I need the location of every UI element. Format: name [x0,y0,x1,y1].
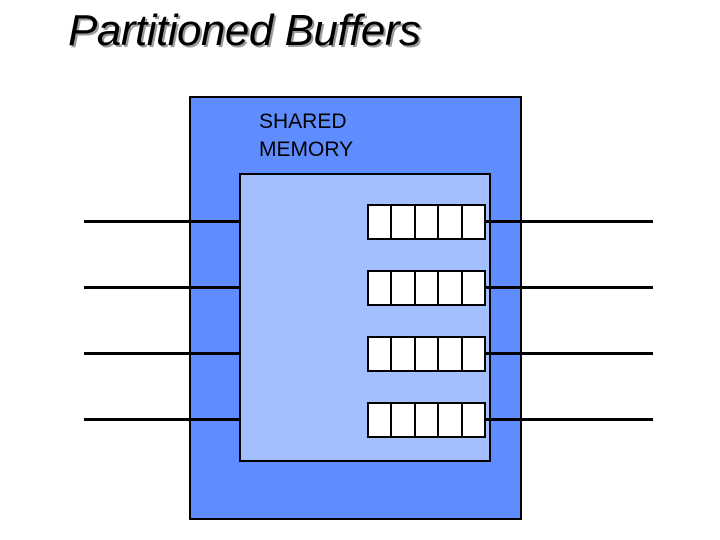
buffer-cell [413,206,437,238]
buffer-cell [390,404,413,436]
buffer-cell [460,206,484,238]
buffer-cell [437,206,460,238]
input-line [84,220,240,223]
buffer-cell [413,404,437,436]
output-line [486,220,653,223]
input-line [84,418,240,421]
buffer-cell [390,272,413,304]
buffer-cell [390,206,413,238]
output-line [486,352,653,355]
shared-memory-label: SHARED MEMORY [259,108,353,164]
buffer-cell [413,272,437,304]
output-buffer-queue [367,402,486,438]
output-line [486,286,653,289]
output-buffer-queue [367,270,486,306]
buffer-cell [437,272,460,304]
buffer-cell [369,272,390,304]
shared-memory-label-line-2: MEMORY [259,138,354,161]
output-buffer-queue [367,204,486,240]
buffer-cell [413,338,437,370]
buffer-cell [390,338,413,370]
buffer-cell [437,404,460,436]
buffer-cell [460,272,484,304]
input-line [84,286,240,289]
page-title: Partitioned Buffers [68,6,421,55]
output-buffer-queue [367,336,486,372]
shared-memory-label-line-1: SHARED [259,110,347,133]
output-line [486,418,653,421]
buffer-cell [460,404,484,436]
input-line [84,352,240,355]
buffer-cell [369,206,390,238]
buffer-cell [437,338,460,370]
buffer-cell [369,404,390,436]
buffer-cell [460,338,484,370]
buffer-cell [369,338,390,370]
